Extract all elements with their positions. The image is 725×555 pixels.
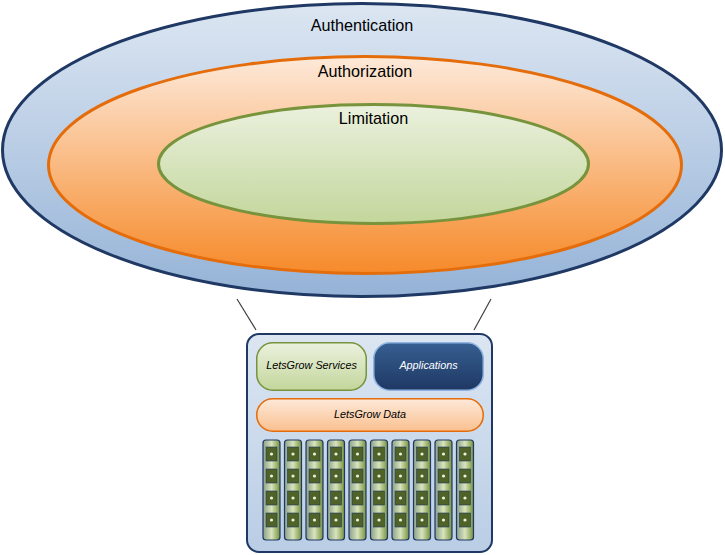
server-icon xyxy=(328,440,345,540)
server-icon xyxy=(435,440,452,540)
authorization-ellipse-shape xyxy=(49,57,682,274)
server-rack xyxy=(263,440,474,540)
node-label: Authentication xyxy=(1,16,723,35)
leader-line xyxy=(474,299,491,330)
server-icon xyxy=(392,440,409,540)
services-box-shape xyxy=(257,343,367,391)
leader-line xyxy=(237,299,256,330)
services-box: LetsGrow Services xyxy=(256,342,367,391)
data-band-shape xyxy=(257,399,484,432)
server-icon xyxy=(306,440,323,540)
server-icon xyxy=(371,440,388,540)
node-label: Applications xyxy=(373,359,484,372)
server-icon xyxy=(349,440,366,540)
limitation-ellipse: Limitation xyxy=(157,103,590,225)
server-icon xyxy=(414,440,431,540)
applications-box-shape xyxy=(374,343,484,391)
data-band: LetsGrow Data xyxy=(256,398,484,432)
authentication-ellipse-shape xyxy=(3,4,722,297)
server-icon xyxy=(285,440,302,540)
node-label: Limitation xyxy=(157,109,590,128)
node-label: Authorization xyxy=(47,62,683,81)
server-icon xyxy=(263,440,280,540)
server-icon xyxy=(457,440,474,540)
authentication-ellipse: AuthenticationAuthorizationLimitation xyxy=(1,2,723,298)
platform-container xyxy=(247,334,492,552)
node-label: LetsGrow Data xyxy=(256,408,484,421)
authorization-ellipse: AuthorizationLimitation xyxy=(47,55,683,275)
node-label: LetsGrow Services xyxy=(256,359,367,372)
applications-box: Applications xyxy=(373,342,484,391)
